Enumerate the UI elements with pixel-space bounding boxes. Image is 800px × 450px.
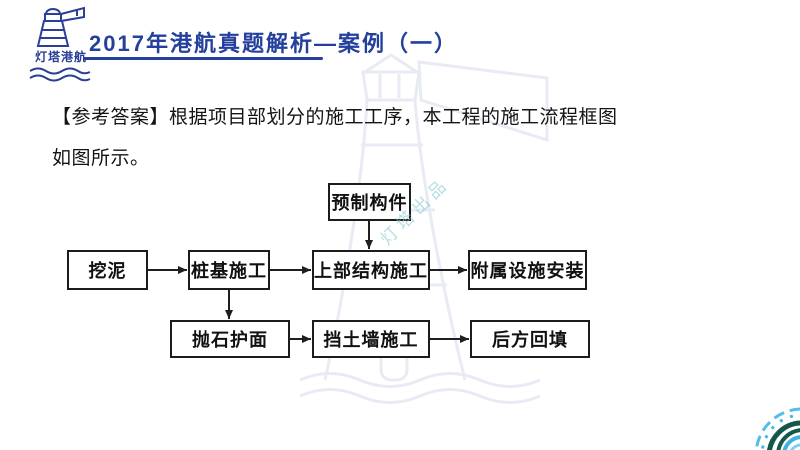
flow-box-label: 挖泥 [88, 261, 127, 281]
sketch-wave-2 [299, 388, 541, 404]
brand-name: 灯塔港航 [34, 50, 87, 64]
flow-box-riprap-revetment: 抛石护面 [170, 320, 290, 358]
answer-line-2: 如图所示。 [52, 148, 150, 169]
wave-lines-icon [29, 67, 91, 82]
flow-box-label: 抛石护面 [192, 330, 268, 350]
answer-line-1: 【参考答案】根据项目部划分的施工工序，本工程的施工流程框图 [52, 107, 618, 128]
sketch-light-beam [417, 60, 549, 143]
flow-box-superstructure: 上部结构施工 [312, 250, 430, 290]
flow-box-dredging: 挖泥 [67, 250, 148, 290]
flow-box-label: 挡土墙施工 [323, 330, 419, 350]
flow-box-prefab-components: 预制构件 [328, 183, 411, 221]
flow-box-label: 后方回填 [492, 330, 568, 350]
sketch-wave-1 [299, 372, 541, 388]
swirl-logo-icon [754, 407, 800, 450]
title-underline [83, 57, 323, 60]
lighthouse-logo-icon [36, 6, 85, 47]
flow-box-retaining-wall: 挡土墙施工 [312, 320, 430, 358]
flow-box-auxiliary-installation: 附属设施安装 [468, 250, 587, 290]
flow-box-label: 预制构件 [331, 193, 408, 213]
flow-box-label: 桩基施工 [191, 261, 267, 281]
sketch-lamp-room [361, 70, 421, 102]
flow-box-pile-foundation: 桩基施工 [188, 250, 270, 290]
page-title: 2017年港航真题解析—案例（一） [89, 31, 458, 56]
flow-box-backfill: 后方回填 [470, 320, 590, 358]
answer-paragraph: 【参考答案】根据项目部划分的施工工序，本工程的施工流程框图 如图所示。 [52, 97, 672, 179]
flow-box-label: 附属设施安装 [470, 261, 585, 281]
flow-box-label: 上部结构施工 [314, 261, 428, 281]
